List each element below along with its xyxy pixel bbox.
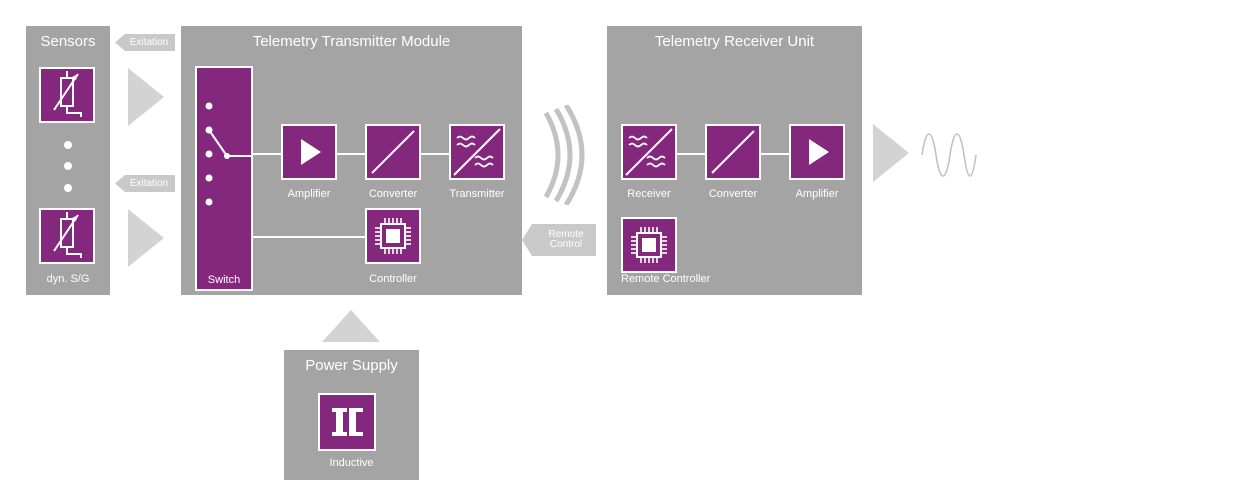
signal-wire [421, 153, 449, 155]
signal-wire [761, 153, 789, 155]
amplifier-label: Amplifier [287, 188, 331, 200]
power-supply-title: Power Supply [305, 357, 398, 374]
sensors-title: Sensors [40, 33, 96, 50]
excitation-tag: Exitation [115, 34, 175, 51]
transmitter-panel: Telemetry Transmitter Module Switch Ampl… [181, 26, 522, 295]
amplifier-label: Amplifier [795, 188, 839, 200]
converter-icon [365, 124, 421, 180]
inductive-label: Inductive [329, 457, 374, 469]
transmitter-icon [449, 124, 505, 180]
signal-wire [337, 153, 365, 155]
switch-icon [205, 102, 251, 206]
amplifier-icon [281, 124, 337, 180]
signal-arrow [128, 209, 164, 267]
amplifier-icon [789, 124, 845, 180]
inductive-coupling-icon [318, 393, 376, 451]
remote-control-tag-line: Control [549, 239, 583, 250]
receiver-panel: Telemetry Receiver Unit Receiver Convert… [607, 26, 862, 295]
strain-gauge-icon [39, 208, 95, 264]
sensors-panel: Sensors dyn. S/G [26, 26, 110, 295]
power-supply-panel: Power Supply Inductive [284, 350, 419, 480]
chip-icon [621, 217, 677, 273]
output-arrow [873, 124, 909, 182]
switch-label: Switch [207, 274, 241, 286]
converter-icon [705, 124, 761, 180]
controller-label: Controller [369, 273, 417, 285]
switch-block [195, 66, 253, 291]
signal-wire [677, 153, 705, 155]
sensor-ellipsis-dot [64, 141, 72, 149]
remote-control-tag-line: Remote [548, 229, 584, 240]
transmitter-title: Telemetry Transmitter Module [252, 33, 451, 50]
strain-gauge-icon [39, 67, 95, 123]
signal-wire [253, 153, 281, 155]
transmitter-label: Transmitter [449, 188, 505, 200]
sensor-ellipsis-dot [64, 162, 72, 170]
remote-control-tag: Remote Control [522, 224, 596, 256]
chip-icon [365, 208, 421, 264]
receiver-title: Telemetry Receiver Unit [654, 33, 815, 50]
converter-label: Converter [368, 188, 418, 200]
receiver-label: Receiver [627, 188, 671, 200]
converter-label: Converter [708, 188, 758, 200]
excitation-tag: Exitation [115, 175, 175, 192]
sine-wave-icon [921, 133, 977, 177]
radio-waves-icon [543, 105, 585, 205]
control-wire [253, 236, 365, 238]
signal-arrow [128, 68, 164, 126]
sensor-ellipsis-dot [64, 184, 72, 192]
power-arrow [322, 310, 380, 342]
remote-controller-label: Remote Controller [621, 273, 711, 285]
sensor-type-label: dyn. S/G [46, 273, 90, 285]
receiver-icon [621, 124, 677, 180]
